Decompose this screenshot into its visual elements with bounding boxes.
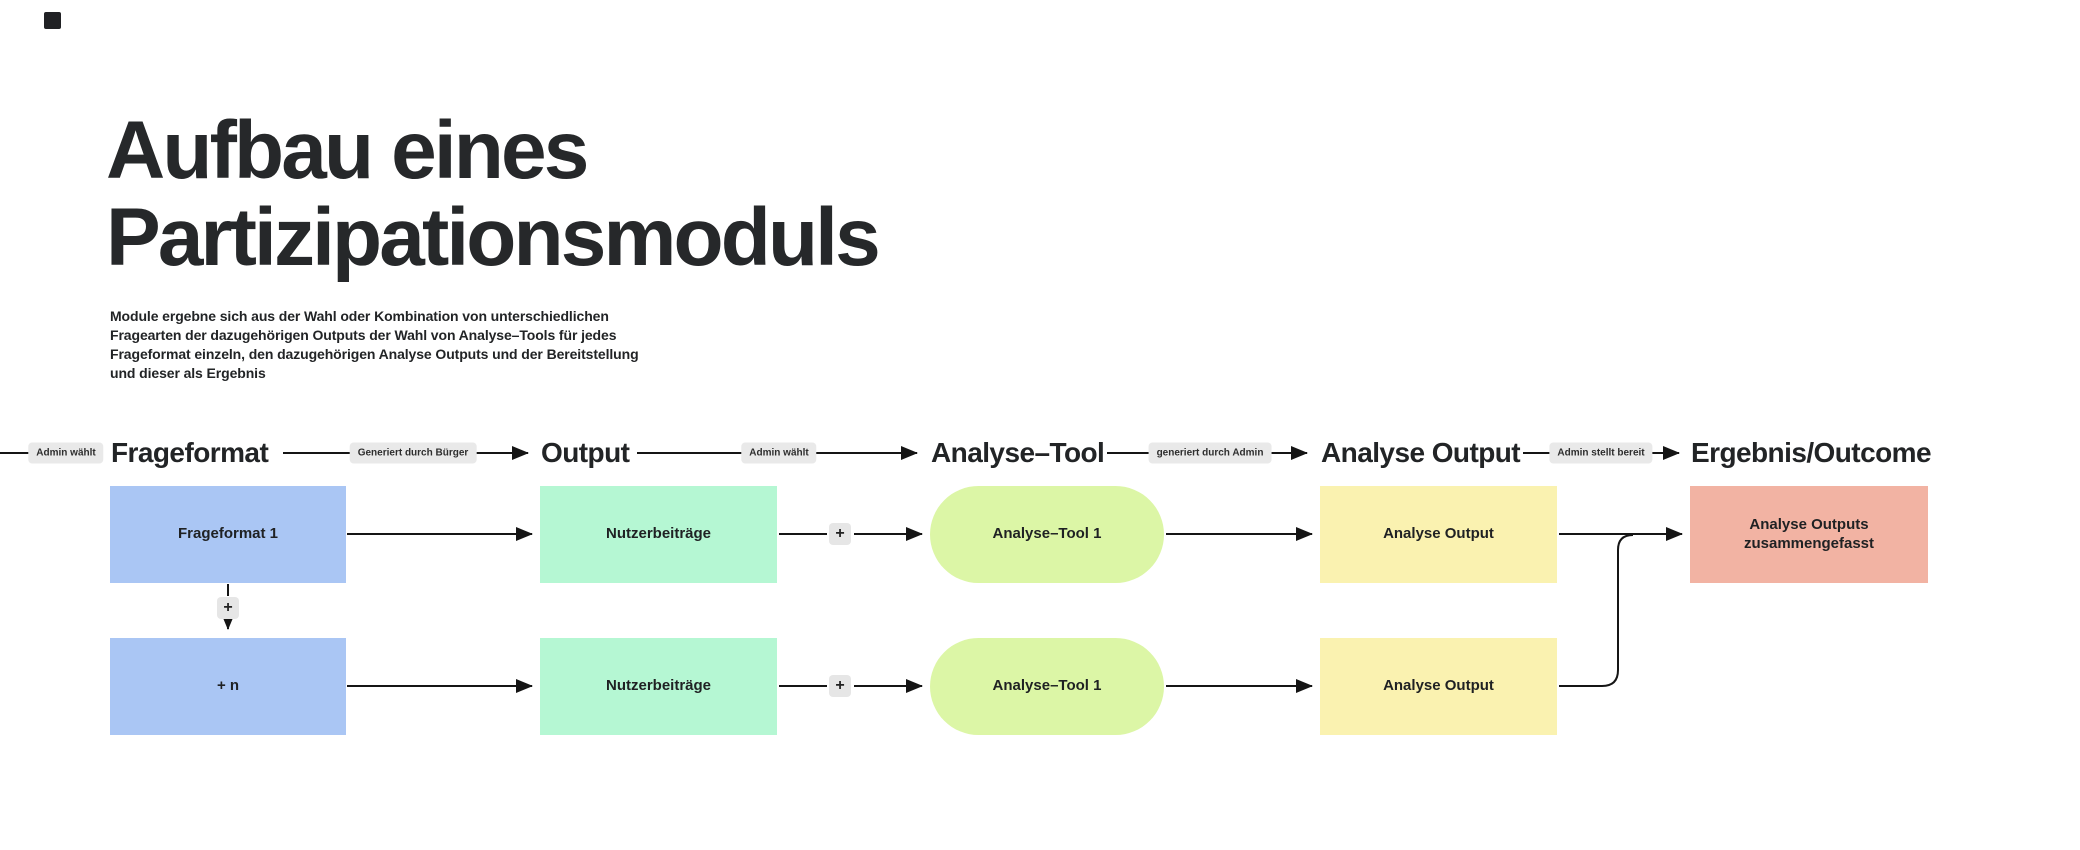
- node-label-line2: zusammengefasst: [1743, 534, 1875, 552]
- edge-label-admin-stellt-bereit: Admin stellt bereit: [1549, 442, 1653, 464]
- node-analyse-tool-1: Analyse–Tool 1: [930, 486, 1164, 583]
- node-label: Analyse Output: [1383, 677, 1494, 695]
- stage-header-analyse-output: Analyse Output: [1318, 437, 1524, 469]
- node-label: Nutzerbeiträge: [605, 525, 712, 543]
- node-label: Analyse Outputs zusammengefasst: [1744, 516, 1874, 554]
- node-label: + n: [216, 677, 240, 695]
- corner-square-mark: [44, 12, 61, 29]
- node-analyse-tool-2: Analyse–Tool 1: [930, 638, 1164, 735]
- edge-label-admin-waehlt-1: Admin wählt: [28, 442, 104, 464]
- page-title-line2: Partizipationsmoduls: [106, 191, 881, 283]
- edge-label-generiert-durch-buerger: Generiert durch Bürger: [349, 442, 477, 464]
- add-frageformat-button[interactable]: +: [217, 597, 239, 619]
- node-label: Analyse–Tool 1: [992, 525, 1102, 543]
- stage-header-analyse-tool: Analyse–Tool: [928, 437, 1108, 469]
- node-frageformat-n: + n: [110, 638, 346, 735]
- node-analyse-output-2: Analyse Output: [1320, 638, 1557, 735]
- node-ergebnis-outcome: Analyse Outputs zusammengefasst: [1690, 486, 1928, 583]
- plus-icon: +: [835, 525, 845, 542]
- node-frageformat-1: Frageformat 1: [110, 486, 346, 583]
- node-label: Frageformat 1: [177, 525, 279, 543]
- description-line: und dieser als Ergebnis: [110, 365, 266, 382]
- plus-icon: +: [835, 677, 845, 694]
- stage-header-frageformat: Frageformat: [108, 437, 272, 469]
- description-line: Fragearten der dazugehörigen Outputs der…: [110, 327, 617, 344]
- add-button-row2[interactable]: +: [829, 675, 851, 697]
- page-title: Aufbau eines Partizipationsmoduls: [106, 105, 881, 283]
- node-label-line1: Analyse Outputs: [1749, 515, 1869, 533]
- node-label: Analyse Output: [1383, 525, 1494, 543]
- plus-icon: +: [223, 599, 233, 616]
- edge-label-generiert-durch-admin: generiert durch Admin: [1148, 442, 1272, 464]
- add-button-row1[interactable]: +: [829, 523, 851, 545]
- node-analyse-output-1: Analyse Output: [1320, 486, 1557, 583]
- node-label: Nutzerbeiträge: [605, 677, 712, 695]
- stage-header-output: Output: [538, 437, 633, 469]
- page-title-line1: Aufbau eines: [106, 105, 589, 196]
- node-nutzerbeitraege-2: Nutzerbeiträge: [540, 638, 777, 735]
- stage-header-ergebnis: Ergebnis/Outcome: [1688, 437, 1934, 469]
- description-line: Module ergebne sich aus der Wahl oder Ko…: [110, 308, 609, 324]
- edge-label-admin-waehlt-2: Admin wählt: [741, 442, 817, 464]
- description: Module ergebne sich aus der Wahl oder Ko…: [110, 307, 639, 383]
- node-nutzerbeitraege-1: Nutzerbeiträge: [540, 486, 777, 583]
- description-line: Frageformat einzeln, den dazugehörigen A…: [110, 346, 639, 363]
- node-label: Analyse–Tool 1: [992, 677, 1102, 695]
